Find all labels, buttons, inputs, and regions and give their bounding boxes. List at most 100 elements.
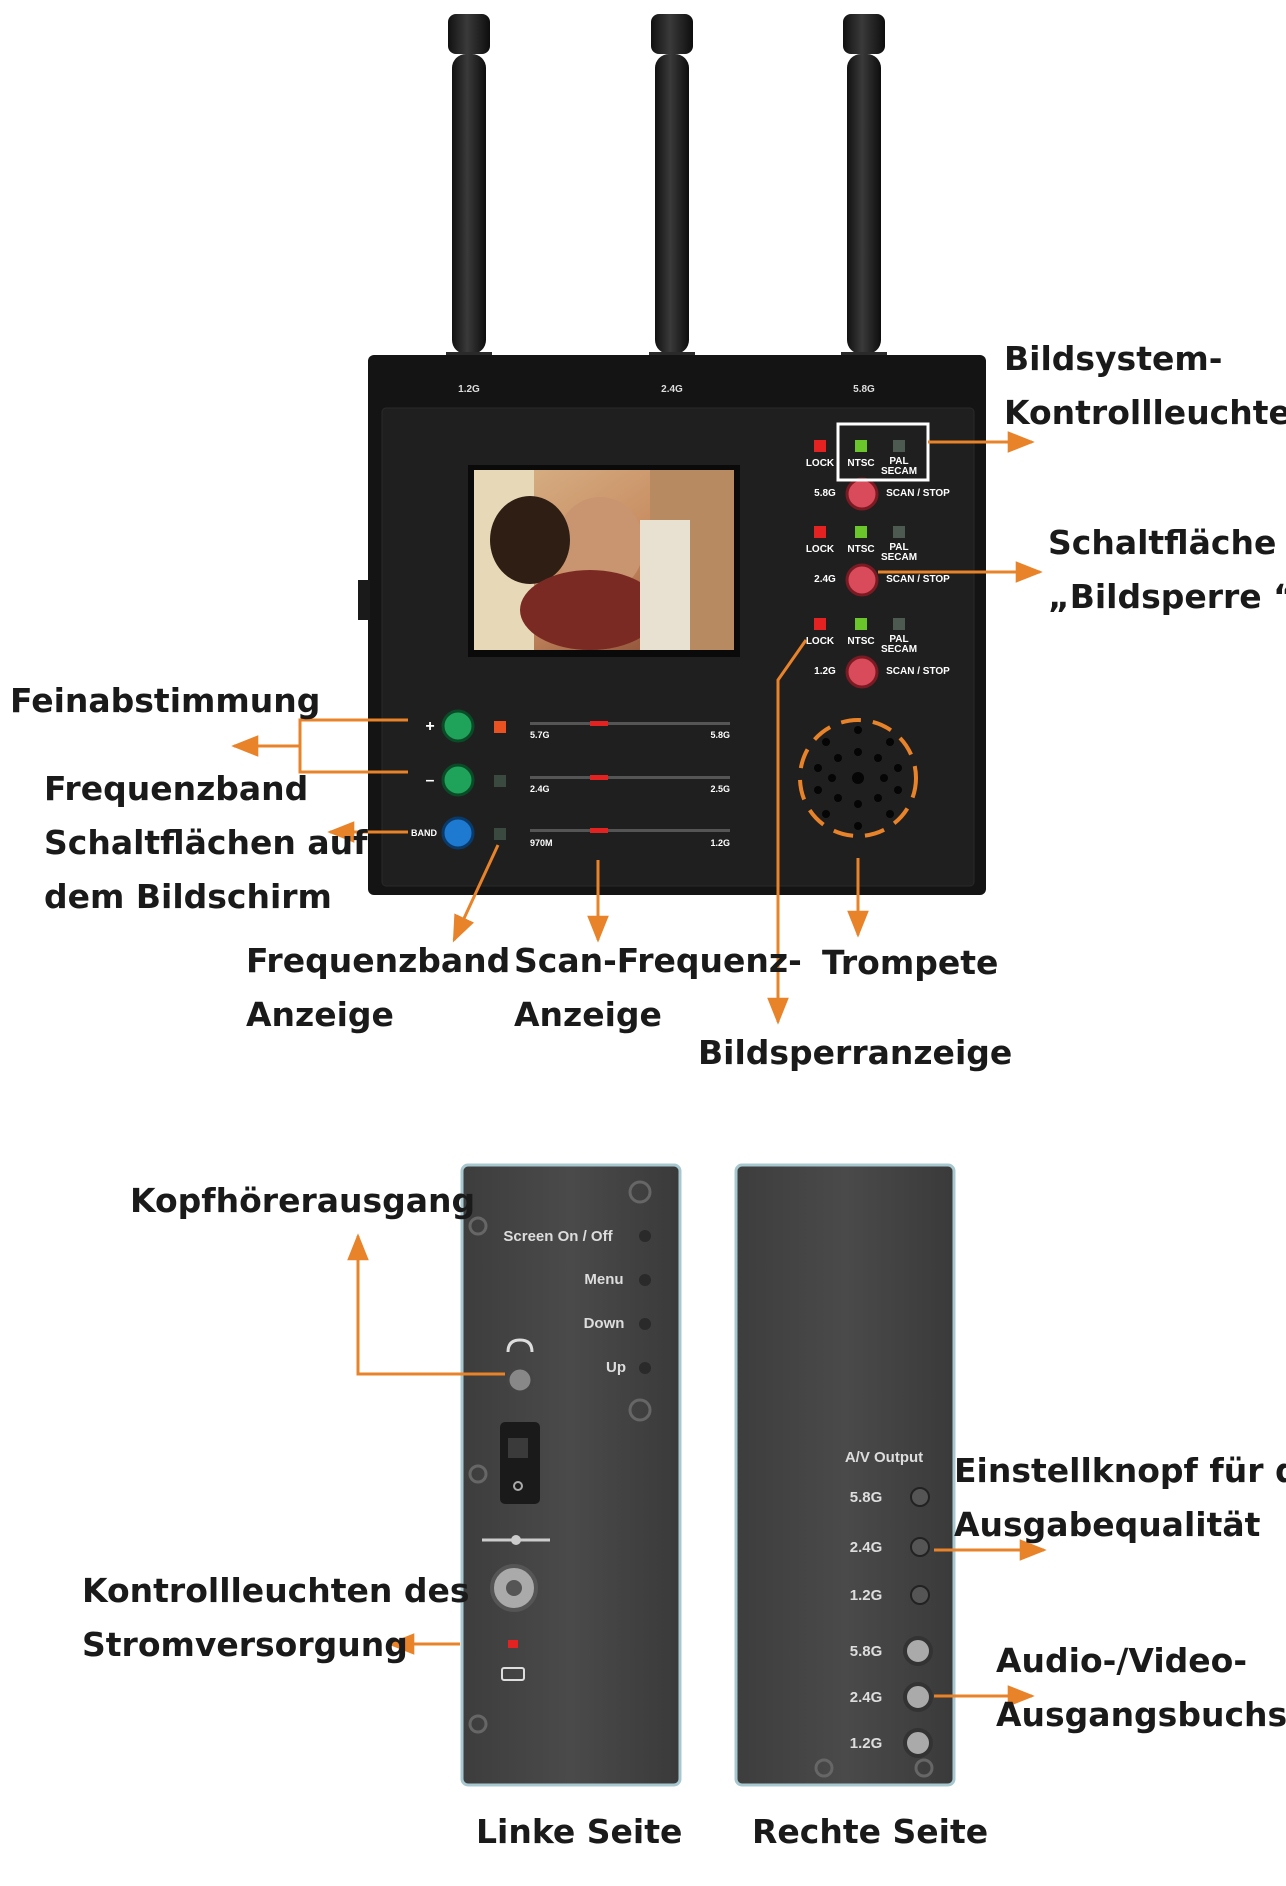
- arrows-top: [231, 431, 1043, 1025]
- lock-label-3: LOCK: [806, 636, 835, 647]
- minus-button[interactable]: [441, 763, 475, 797]
- band-button[interactable]: [441, 816, 475, 850]
- bar-end-3: 1.2G: [710, 838, 730, 848]
- secam-label-3: SECAM: [881, 644, 917, 655]
- scan-label-3: SCAN / STOP: [886, 666, 950, 677]
- lock-label-1: LOCK: [806, 458, 835, 469]
- arrow-frequenzband-anzeige: [452, 844, 500, 943]
- band-label-3: 1.2G: [814, 666, 836, 677]
- jack-label-2: 2.4G: [850, 1689, 883, 1706]
- antenna-label-1: 1.2G: [458, 384, 480, 395]
- jack-label-1: 5.8G: [850, 1643, 883, 1660]
- bar-end-1: 5.8G: [710, 730, 730, 740]
- callout-bildsystem: Bildsystem-Kontrollleuchte: [1004, 339, 1286, 432]
- scan-label-1: SCAN / STOP: [886, 488, 950, 499]
- pal-led-3: [893, 618, 905, 630]
- antenna-1: [446, 14, 492, 370]
- lock-led-2: [814, 526, 826, 538]
- headphone-icon: [506, 1338, 534, 1353]
- pal-label-2: PAL: [889, 542, 908, 553]
- ntsc-label-1: NTSC: [847, 458, 874, 469]
- up-label: Up: [606, 1359, 626, 1376]
- quality-knob-2[interactable]: [910, 1537, 930, 1557]
- minus-label: –: [426, 772, 435, 789]
- scan-stop-button-1[interactable]: [845, 477, 879, 511]
- power-led: [508, 1640, 518, 1648]
- lock-led-1: [814, 440, 826, 452]
- battery-icon: [501, 1667, 525, 1681]
- av-jack-1[interactable]: [903, 1636, 933, 1666]
- bar-end-2: 2.5G: [710, 784, 730, 794]
- band-led-3: [494, 828, 506, 840]
- control-row-2: LOCK NTSC PAL SECAM 2.4G SCAN / STOP: [806, 526, 950, 597]
- antenna-label-2: 2.4G: [661, 384, 683, 395]
- knob-label-1: 5.8G: [850, 1489, 883, 1506]
- quality-knob-1[interactable]: [910, 1487, 930, 1507]
- callout-scan-frequenz: Scan-Frequenz-Anzeige: [514, 941, 802, 1034]
- antenna-3: [841, 14, 887, 370]
- ntsc-led-1: [855, 440, 867, 452]
- scan-stop-button-3[interactable]: [845, 655, 879, 689]
- callout-audio-video: Audio-/Video-Ausgangsbuchse: [996, 1641, 1286, 1734]
- callout-feinabstimmung: Feinabstimmung: [10, 681, 321, 720]
- quality-knob-3[interactable]: [910, 1585, 930, 1605]
- bar-start-1: 5.7G: [530, 730, 550, 740]
- plus-button[interactable]: [441, 709, 475, 743]
- menu-label: Menu: [584, 1271, 623, 1288]
- down-label: Down: [584, 1315, 625, 1332]
- knob-label-2: 2.4G: [850, 1539, 883, 1556]
- image-system-highlight: [836, 422, 930, 482]
- secam-label-1: SECAM: [881, 466, 917, 477]
- jack-label-3: 1.2G: [850, 1735, 883, 1752]
- right-side-panel: A/V Output 5.8G 2.4G 1.2G 5.8G 2.4G 1.2G: [734, 1163, 956, 1787]
- up-button[interactable]: [639, 1362, 651, 1374]
- arrow-kopfhoerer: [347, 1233, 505, 1376]
- scan-stop-button-2[interactable]: [845, 563, 879, 597]
- control-row-3: LOCK NTSC PAL SECAM 1.2G SCAN / STOP: [806, 618, 950, 689]
- control-row-1: LOCK NTSC PAL SECAM 5.8G SCAN / STOP: [806, 440, 950, 511]
- right-side-title: Rechte Seite: [752, 1812, 989, 1851]
- screen-onoff-label: Screen On / Off: [503, 1228, 613, 1245]
- band-label-2: 2.4G: [814, 574, 836, 585]
- av-jack-2[interactable]: [903, 1682, 933, 1712]
- bar-start-3: 970M: [530, 838, 553, 848]
- left-side-panel: Screen On / Off Menu Down Up: [460, 1163, 682, 1787]
- band-led-2: [494, 775, 506, 787]
- pal-led-1: [893, 440, 905, 452]
- frequency-bars: 5.7G 5.8G 2.4G 2.5G 970M 1.2G: [530, 721, 730, 848]
- headphone-jack[interactable]: [506, 1366, 534, 1394]
- arrows-bottom: [347, 1233, 1047, 1707]
- ntsc-led-2: [855, 526, 867, 538]
- callout-trompete: Trompete: [822, 943, 999, 982]
- bar-start-2: 2.4G: [530, 784, 550, 794]
- secam-label-2: SECAM: [881, 552, 917, 563]
- callout-kopfhoerer: Kopfhörerausgang: [130, 1181, 476, 1220]
- pal-label-1: PAL: [889, 456, 908, 467]
- tuning-buttons: + – BAND: [411, 709, 506, 850]
- av-jack-3[interactable]: [903, 1728, 933, 1758]
- antenna-2: [649, 14, 695, 370]
- menu-button[interactable]: [639, 1274, 651, 1286]
- screen-onoff-button[interactable]: [639, 1230, 651, 1242]
- ntsc-label-2: NTSC: [847, 544, 874, 555]
- down-button[interactable]: [639, 1318, 651, 1330]
- plus-label: +: [425, 718, 434, 735]
- pal-led-2: [893, 526, 905, 538]
- power-switch[interactable]: [500, 1422, 540, 1504]
- speaker-grille: [798, 718, 918, 838]
- side-clip: [358, 580, 370, 620]
- band-button-label: BAND: [411, 828, 437, 838]
- av-output-label: A/V Output: [845, 1449, 923, 1466]
- band-led-1: [494, 721, 506, 733]
- antenna-label-3: 5.8G: [853, 384, 875, 395]
- lock-led-3: [814, 618, 826, 630]
- left-side-title: Linke Seite: [476, 1812, 683, 1851]
- knob-label-3: 1.2G: [850, 1587, 883, 1604]
- arrow-bildsperranzeige: [767, 639, 808, 1025]
- callout-bildsperranzeige: Bildsperranzeige: [698, 1033, 1013, 1072]
- lcd-screen-image: [474, 470, 734, 650]
